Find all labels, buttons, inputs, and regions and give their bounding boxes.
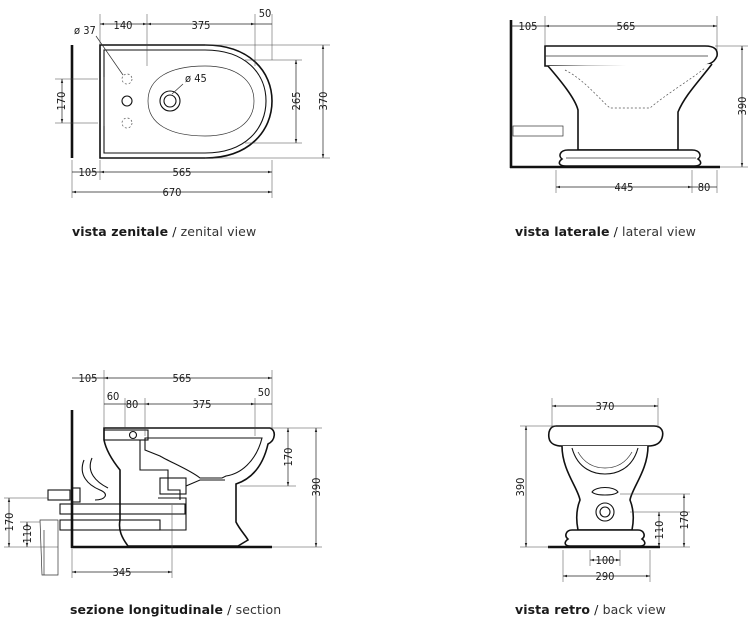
- top-dim-565: 565: [173, 166, 192, 179]
- top-dim-370: 370: [317, 92, 330, 111]
- caption-top-view-en: zenital view: [180, 224, 257, 239]
- back-view: 370 390 110 170 100 290: [514, 398, 691, 583]
- back-dim-370: 370: [596, 400, 615, 413]
- section-dim-50: 50: [258, 386, 271, 399]
- section-dim-565: 565: [173, 372, 192, 385]
- lateral-dim-105: 105: [519, 20, 538, 33]
- caption-section-view-en: section: [235, 602, 282, 617]
- caption-section-view-it: sezione longitudinale: [70, 602, 224, 617]
- top-dim-dia37: ø 37: [74, 24, 96, 37]
- lateral-dim-80: 80: [698, 181, 711, 194]
- section-dim-375: 375: [193, 398, 212, 411]
- top-view: 140 375 50 ø 37 ø 45 170 265 370 105 565…: [55, 7, 330, 199]
- top-dim-140: 140: [114, 19, 133, 32]
- section-dim-80: 80: [126, 398, 139, 411]
- caption-top-view: vista zenitale / zenital view: [72, 224, 257, 239]
- section-dim-170-right: 170: [282, 448, 295, 467]
- top-dim-105: 105: [79, 166, 98, 179]
- top-dim-170: 170: [55, 92, 68, 111]
- caption-lateral-view: vista laterale / lateral view: [515, 224, 697, 239]
- lateral-dim-390: 390: [736, 97, 749, 116]
- lateral-dim-565: 565: [617, 20, 636, 33]
- top-dim-375: 375: [192, 19, 211, 32]
- back-dim-290: 290: [596, 570, 615, 583]
- caption-top-view-it: vista zenitale: [72, 224, 169, 239]
- section-dim-60: 60: [107, 390, 120, 403]
- section-dim-345: 345: [113, 566, 132, 579]
- section-dim-105: 105: [79, 372, 98, 385]
- top-dim-265: 265: [290, 92, 303, 111]
- lateral-view: 105 565 390 445 80: [509, 16, 749, 194]
- caption-lateral-view-en: lateral view: [622, 224, 697, 239]
- caption-section-view: sezione longitudinale / section: [70, 602, 282, 617]
- lateral-dim-445: 445: [615, 181, 634, 194]
- back-dim-390: 390: [514, 478, 527, 497]
- back-dim-170: 170: [678, 511, 691, 530]
- caption-lateral-view-it: vista laterale: [515, 224, 610, 239]
- back-dim-100: 100: [596, 554, 615, 567]
- caption-back-view: vista retro / back view: [515, 602, 666, 617]
- caption-back-view-en: back view: [602, 602, 666, 617]
- caption-back-view-it: vista retro: [515, 602, 591, 617]
- section-dim-390: 390: [310, 478, 323, 497]
- section-view: 105 565 60 80 375 50 170 390 170 110 345: [3, 370, 323, 579]
- top-dim-50: 50: [259, 7, 272, 20]
- section-dim-170-left: 170: [3, 513, 16, 532]
- top-dim-dia45: ø 45: [185, 72, 207, 85]
- back-dim-110: 110: [653, 521, 666, 540]
- top-dim-670: 670: [163, 186, 182, 199]
- section-dim-110-left: 110: [21, 525, 34, 544]
